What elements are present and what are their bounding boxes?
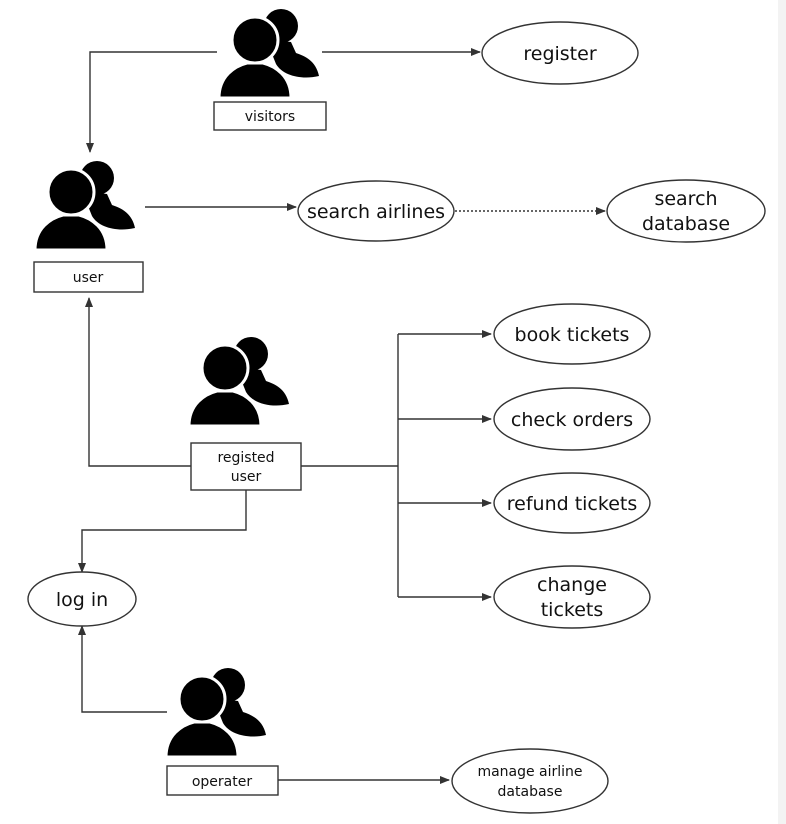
search-database-label-line2: database (642, 213, 730, 235)
operator-label: operater (192, 774, 253, 790)
refund-tickets-use-case (493, 472, 651, 534)
search-database-use-case (606, 179, 766, 243)
register-use-case (481, 21, 639, 85)
registered-to-login-arrow (78, 490, 247, 573)
change-tickets-label-line2: tickets (541, 599, 604, 621)
search-airlines-use-case (297, 180, 455, 242)
change-tickets-use-case (493, 565, 651, 629)
operator-box (166, 765, 279, 796)
registered-user-box (190, 442, 302, 491)
visitors-box (213, 101, 327, 131)
registered-to-user-arrow (85, 297, 191, 467)
user-box (33, 261, 144, 293)
check-orders-use-case (493, 387, 651, 451)
right-edge-strip (778, 0, 786, 824)
visitors-to-user-arrow (86, 51, 217, 153)
register-label: register (523, 43, 596, 65)
visitors-actor-icon (217, 7, 321, 100)
registered-user-actor-icon (187, 335, 291, 428)
operator-actor-icon (164, 666, 268, 759)
user-actor-icon (33, 159, 137, 252)
manage-airline-database-label-line1: manage airline (477, 764, 582, 780)
visitors-label: visitors (245, 109, 295, 125)
registered-user-label-line2: user (231, 469, 262, 485)
manage-airline-database-use-case (451, 748, 609, 814)
book-tickets-label: book tickets (515, 324, 630, 346)
refund-tickets-label: refund tickets (507, 493, 638, 515)
book-tickets-use-case (493, 303, 651, 365)
log-in-label: log in (56, 589, 108, 611)
check-orders-label: check orders (511, 409, 633, 431)
search-airlines-label: search airlines (307, 201, 445, 223)
registered-user-label-line1: registed (217, 450, 274, 466)
operator-to-login-arrow (78, 625, 167, 713)
user-label: user (73, 270, 104, 286)
manage-airline-database-label-line2: database (498, 784, 563, 800)
search-database-label-line1: search (654, 188, 717, 210)
log-in-use-case (27, 571, 137, 627)
change-tickets-label-line1: change (537, 574, 607, 596)
